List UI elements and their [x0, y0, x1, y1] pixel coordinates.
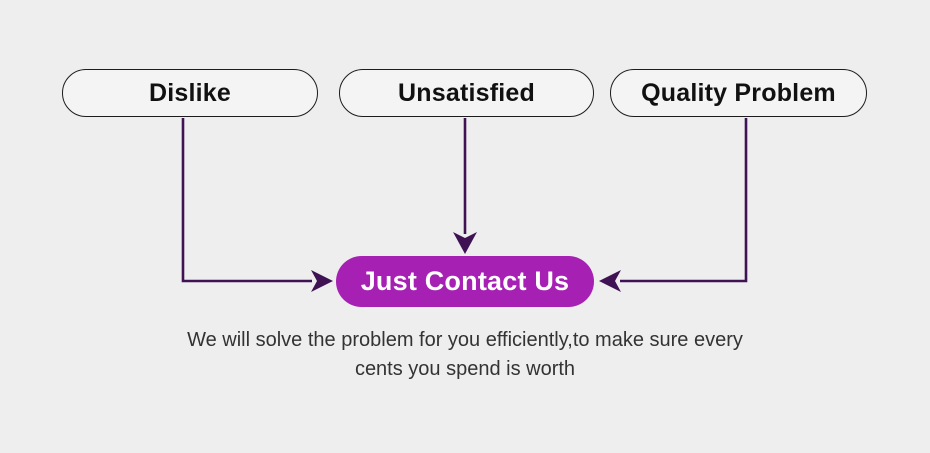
description-text: We will solve the problem for you effici… [0, 326, 930, 384]
just-contact-us-button[interactable]: Just Contact Us [336, 256, 594, 307]
arrowhead-right-icon [599, 270, 621, 292]
node-dislike-label: Dislike [148, 78, 231, 107]
just-contact-us-label: Just Contact Us [360, 266, 570, 296]
node-dislike[interactable]: Dislike [62, 69, 318, 117]
description-line-2: cents you spend is worth [354, 358, 576, 380]
node-unsatisfied[interactable]: Unsatisfied [339, 69, 594, 117]
node-unsatisfied-label: Unsatisfied [398, 78, 535, 107]
arrow-line-left [181, 118, 312, 283]
arrowhead-middle-icon [453, 232, 477, 254]
node-quality-problem-label: Quality Problem [641, 78, 836, 107]
node-quality-problem[interactable]: Quality Problem [610, 69, 867, 117]
arrow-line-right [620, 118, 748, 283]
arrowhead-left-icon [311, 270, 333, 292]
description-line-1: We will solve the problem for you effici… [187, 329, 743, 351]
